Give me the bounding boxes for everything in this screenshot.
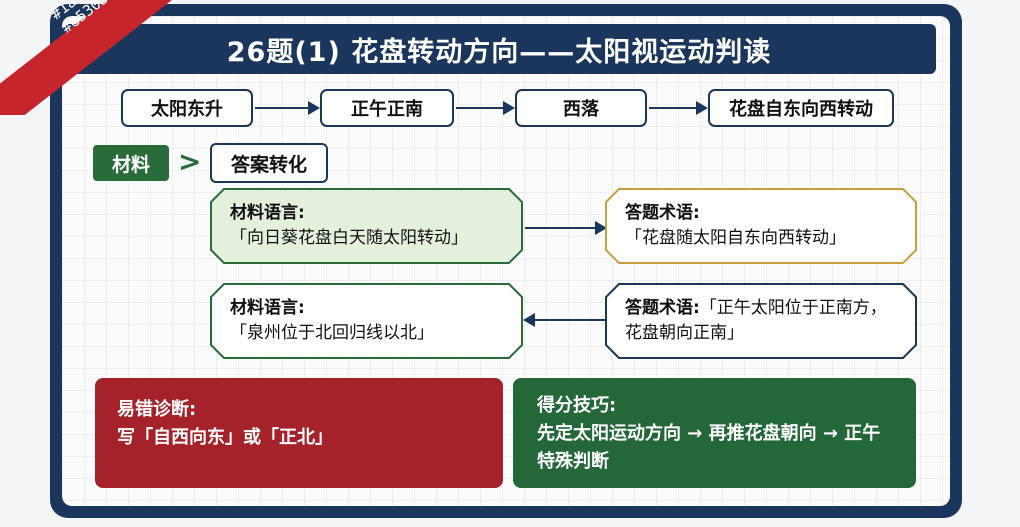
arrow-right-3 [649,101,708,115]
answer-box-2: 答题术语:「正午太阳位于正南方，花盘朝向正南」 [605,283,917,359]
material-2-heading: 材料语言: [230,298,305,318]
octagon-frame [210,188,523,264]
answer-2-heading: 答题术语: [625,298,700,318]
answer-tag: 答案转化 [210,143,328,183]
arrow-left [523,313,605,327]
octagon-frame [605,283,917,359]
chevron-right-icon: > [178,145,202,178]
error-title: 易错诊断: [117,399,197,420]
material-1-text: 「向日葵花盘白天随太阳转动」 [230,228,468,248]
material-tag: 材料 [93,145,169,181]
answer-2-text: 「正午太阳位于正南方，花盘朝向正南」 [625,298,887,343]
answer-1-text: 「花盘随太阳自东向西转动」 [625,228,846,248]
arrow-right-1 [255,101,320,115]
step-sunrise: 太阳东升 [121,89,253,127]
error-text: 写「自西向东」或「正北」 [117,427,333,448]
scoring-tips-card: 得分技巧: 先定太阳运动方向 → 再推花盘朝向 → 正午特殊判断 [513,378,916,488]
material-2-text: 「泉州位于北回归线以北」 [230,323,434,343]
arrow-right-2 [456,101,515,115]
page-title: 26题(1) 花盘转动方向——太阳视运动判读 [62,24,936,74]
material-box-2: 材料语言: 「泉州位于北回归线以北」 [210,283,523,359]
step-sunset: 西落 [515,89,647,127]
arrow-right-4 [525,221,607,235]
answer-box-1: 答题术语: 「花盘随太阳自东向西转动」 [605,188,917,264]
error-diagnosis-card: 易错诊断: 写「自西向东」或「正北」 [95,378,503,488]
tips-title: 得分技巧: [537,395,617,416]
step-noon-south: 正午正南 [320,89,454,127]
material-1-heading: 材料语言: [230,203,305,223]
octagon-frame [210,283,523,359]
tips-text: 先定太阳运动方向 → 再推花盘朝向 → 正午特殊判断 [537,423,881,472]
octagon-frame [605,188,917,264]
material-box-1: 材料语言: 「向日葵花盘白天随太阳转动」 [210,188,523,264]
step-flower-rotation: 花盘自东向西转动 [708,89,894,127]
answer-1-heading: 答题术语: [625,203,700,223]
